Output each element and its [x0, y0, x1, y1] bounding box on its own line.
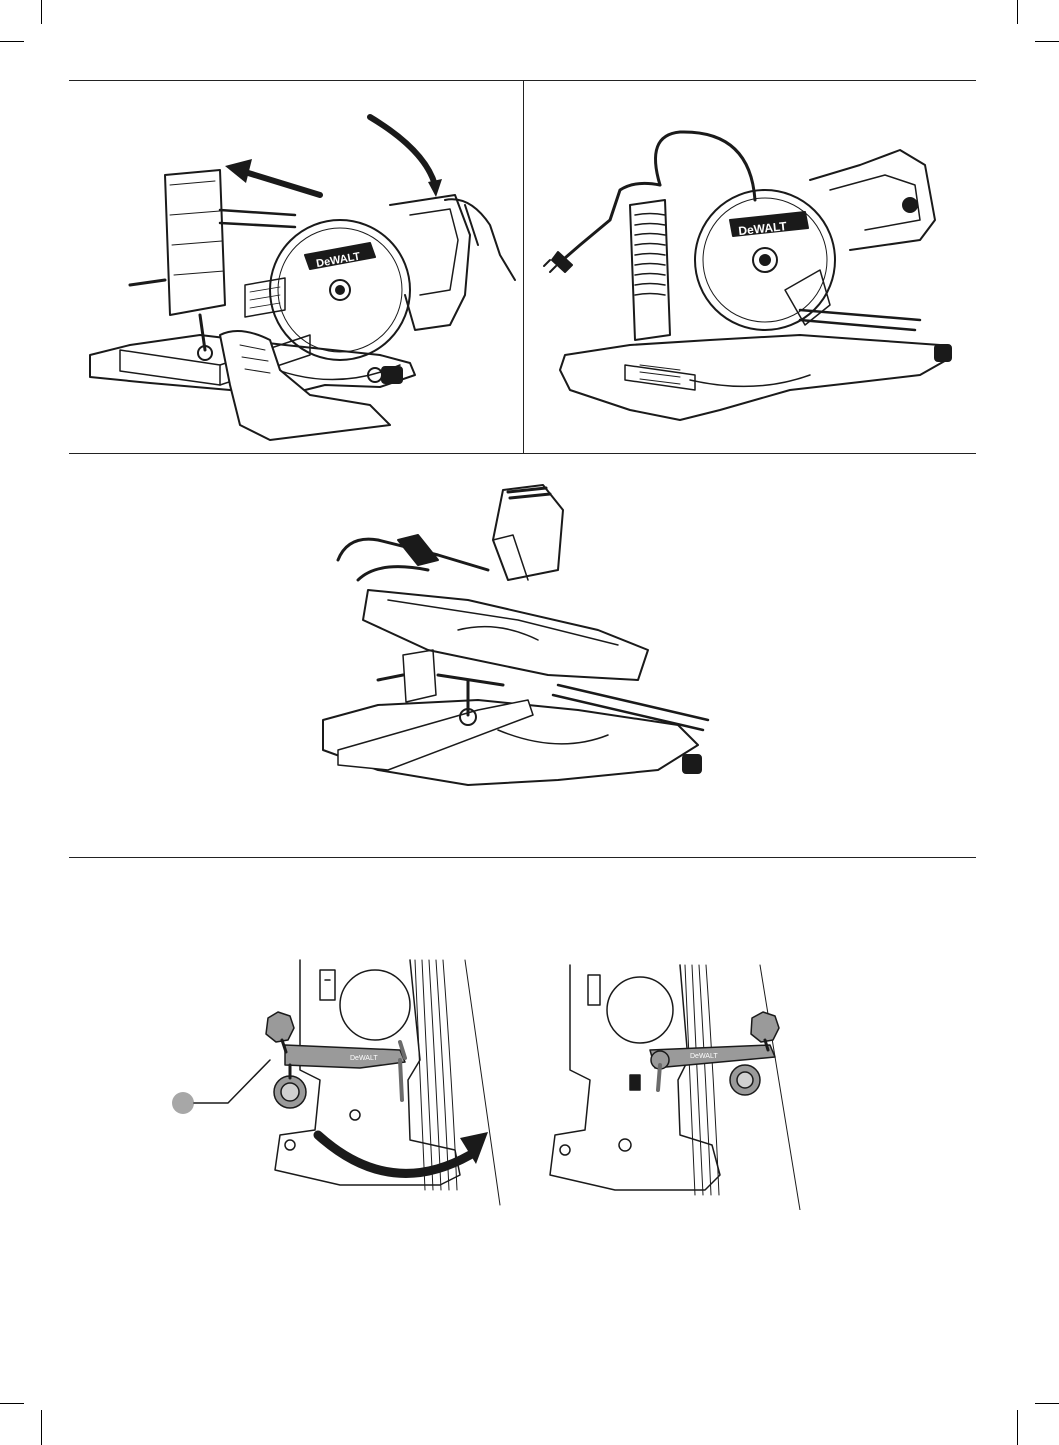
clamp-position-before: DeWALT [266, 960, 500, 1205]
crop-mark-tl-v [41, 0, 42, 24]
figure-saw-bevel [318, 480, 718, 810]
figure-clamp-positions: DeWALT DeWALT [160, 950, 820, 1210]
curved-arrow-icon [370, 117, 442, 197]
callout-marker [172, 1092, 194, 1114]
crop-mark-tr-h [1035, 41, 1059, 42]
crop-mark-tr-v [1017, 0, 1018, 24]
figure-saw-upright: DeWALT [540, 120, 970, 440]
rule-lower [69, 857, 976, 858]
push-arrow-icon [225, 159, 320, 195]
crop-mark-bl-v [41, 1410, 42, 1445]
clamp-logo-right: DeWALT [690, 1053, 718, 1060]
figure-saw-cutting: DeWALT [70, 95, 520, 445]
clamp-position-after: DeWALT [550, 965, 800, 1210]
crop-mark-br-v [1017, 1410, 1018, 1445]
rule-mid [69, 453, 976, 454]
rule-divider [523, 80, 524, 453]
crop-mark-br-h [1035, 1403, 1059, 1404]
crop-mark-bl-h [0, 1403, 24, 1404]
crop-mark-tl-h [0, 41, 24, 42]
clamp-logo-left: DeWALT [350, 1055, 378, 1062]
